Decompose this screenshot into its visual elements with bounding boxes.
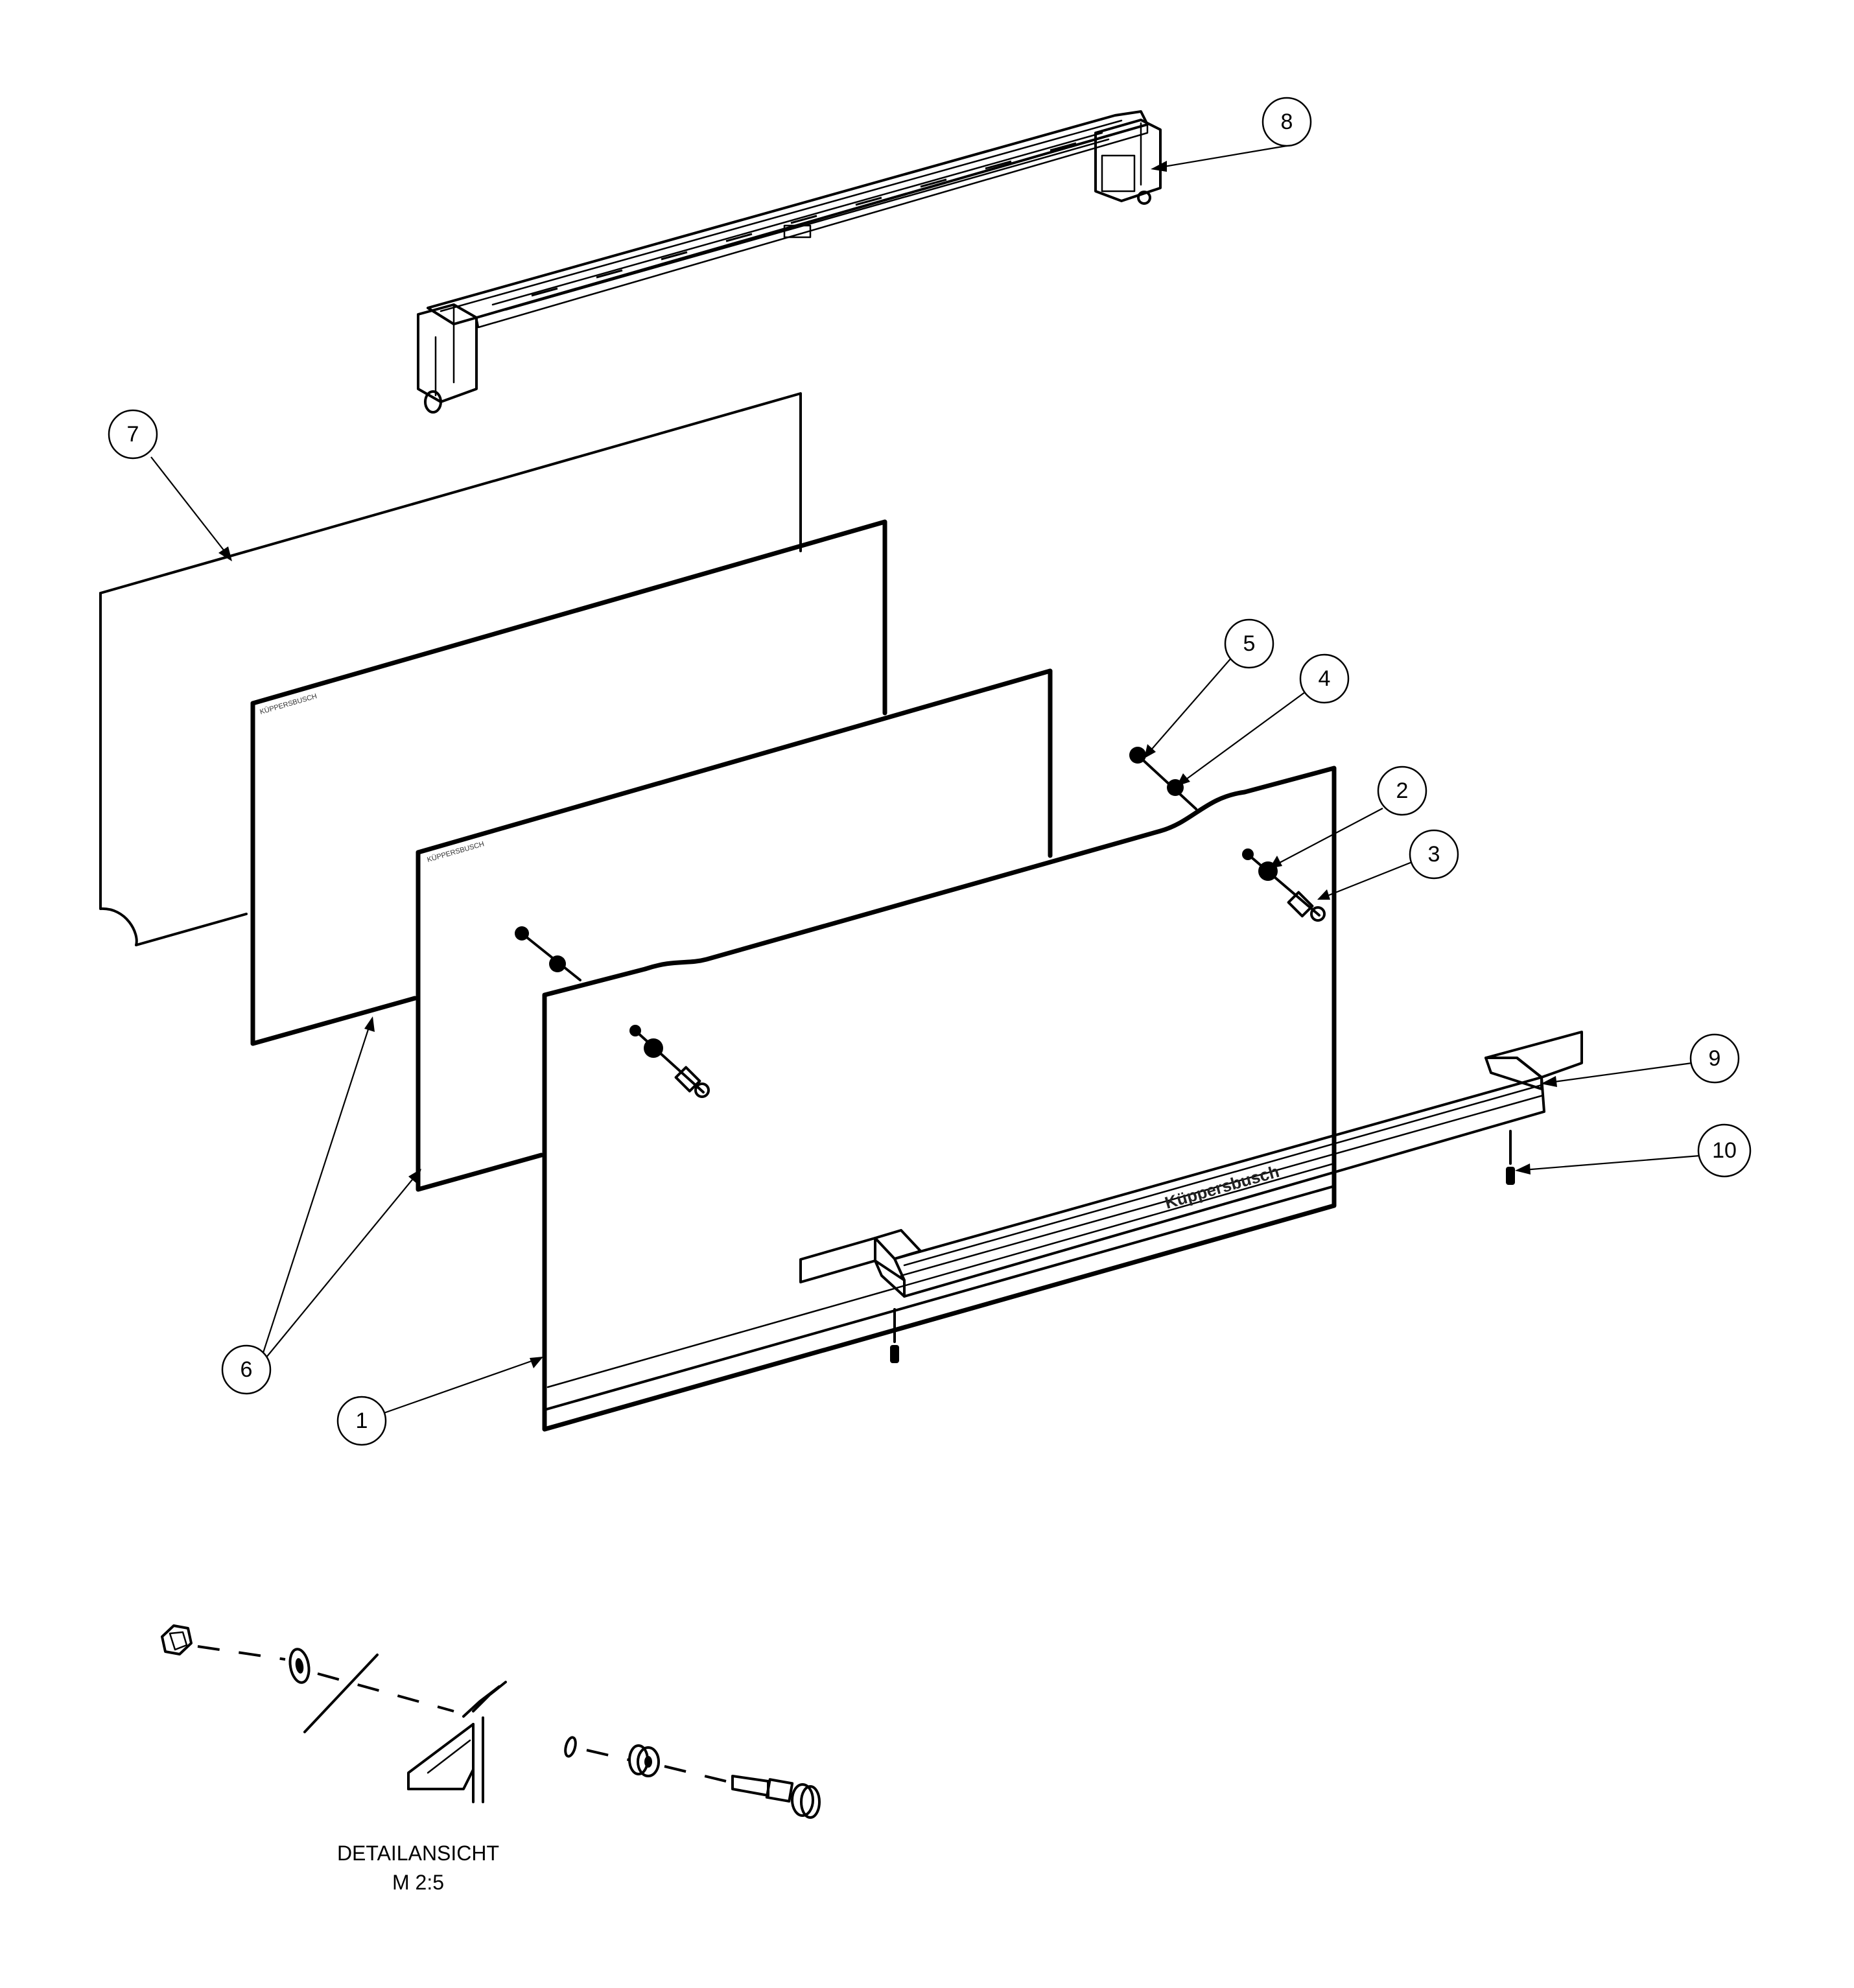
glass-fastener-right-lower — [1242, 848, 1326, 922]
detail-view: DETAILANSICHT M 2:5 — [161, 1624, 821, 1894]
callout-4: 4 — [1299, 653, 1350, 704]
callout-10: 10 — [1697, 1123, 1752, 1178]
rear-glass-pane — [99, 392, 802, 946]
callout-9: 9 — [1689, 1033, 1740, 1084]
svg-text:6: 6 — [241, 1357, 253, 1382]
callout-1: 1 — [336, 1396, 387, 1446]
callout-3: 3 — [1409, 829, 1459, 880]
svg-text:9: 9 — [1709, 1046, 1721, 1071]
svg-text:8: 8 — [1281, 110, 1293, 134]
callout-2: 2 — [1377, 766, 1427, 816]
svg-text:5: 5 — [1243, 631, 1256, 656]
middle-glass-pane-upper: KÜPPERSBUSCH — [250, 519, 887, 1046]
callout-7: 7 — [108, 409, 158, 460]
glass-fastener-right-upper — [1129, 747, 1197, 810]
detail-view-title: DETAILANSICHT — [337, 1842, 499, 1865]
leader-lines — [150, 145, 1700, 1414]
callout-5: 5 — [1224, 618, 1274, 669]
top-frame-bar — [417, 110, 1162, 414]
glass-mark: KÜPPERSBUSCH — [259, 692, 318, 716]
glass-fastener-left-lower — [629, 1025, 710, 1098]
callout-6: 6 — [221, 1344, 272, 1395]
svg-text:1: 1 — [356, 1409, 368, 1433]
front-door-glass — [542, 766, 1337, 1432]
detail-view-scale: M 2:5 — [392, 1871, 444, 1894]
svg-text:2: 2 — [1396, 778, 1409, 803]
svg-text:4: 4 — [1319, 666, 1331, 691]
svg-text:10: 10 — [1712, 1138, 1737, 1163]
svg-text:7: 7 — [127, 422, 139, 447]
middle-glass-pane-lower: KÜPPERSBUSCH — [416, 668, 1053, 1192]
handle-screw-right — [1506, 1130, 1515, 1185]
door-handle: Küppersbusch — [799, 1031, 1583, 1298]
callout-8: 8 — [1261, 97, 1312, 147]
svg-text:3: 3 — [1428, 842, 1440, 867]
handle-screw-left — [890, 1308, 899, 1363]
glass-fastener-left-upper — [515, 926, 581, 981]
